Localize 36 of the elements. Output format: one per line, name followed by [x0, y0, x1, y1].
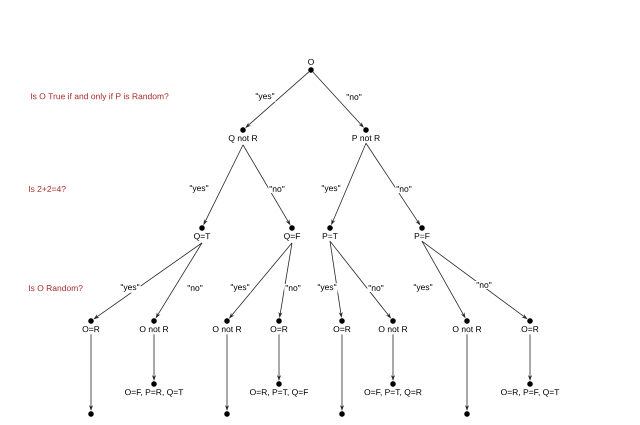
question-label: Is O Random? [29, 284, 83, 292]
node-label: O=R, P=T, Q=F [250, 389, 308, 397]
node-label: O not R [378, 326, 408, 332]
edge-label: "yes" [254, 92, 276, 102]
edge-label: "no" [345, 93, 363, 101]
edge-label: "yes" [316, 283, 338, 293]
node-label: O=R [522, 326, 538, 332]
node-label: P=T [322, 233, 338, 239]
edge-label: "no" [395, 185, 413, 193]
node-label: P=F [414, 233, 430, 239]
node-label: P not R [352, 135, 380, 142]
edge-label: "no" [268, 185, 286, 193]
edge-label: "yes" [320, 184, 342, 194]
edge-label: "yes" [119, 283, 141, 293]
edge-label: "no" [367, 284, 385, 292]
edge-label: "yes" [229, 283, 251, 293]
node-label: Q=T [194, 233, 210, 241]
node-label: Q=F [284, 233, 300, 241]
node-label: O=R [334, 326, 350, 332]
node-label: O=R, P=F, Q=T [501, 389, 560, 397]
edge-label: "no" [475, 281, 493, 289]
question-label: Is O True if and only if P is Random? [31, 93, 168, 101]
node-label: O not R [452, 326, 482, 332]
node-label: O=R [270, 326, 288, 332]
edge-label: "yes" [412, 283, 434, 293]
node-label: O=F, P=R, Q=T [125, 389, 184, 397]
question-label: Is 2+2=4? [29, 186, 66, 192]
node-label: O not R [212, 326, 242, 332]
node-label: Q not R [228, 135, 258, 143]
edge-label: "no" [186, 284, 204, 292]
edge-label: "yes" [188, 184, 210, 194]
node-label: O=F, P=T, Q=R [364, 389, 422, 397]
node-label: O [308, 58, 314, 65]
edge-label: "no" [284, 284, 302, 292]
node-label: O not R [140, 326, 168, 332]
node-label: O=R [82, 326, 100, 332]
